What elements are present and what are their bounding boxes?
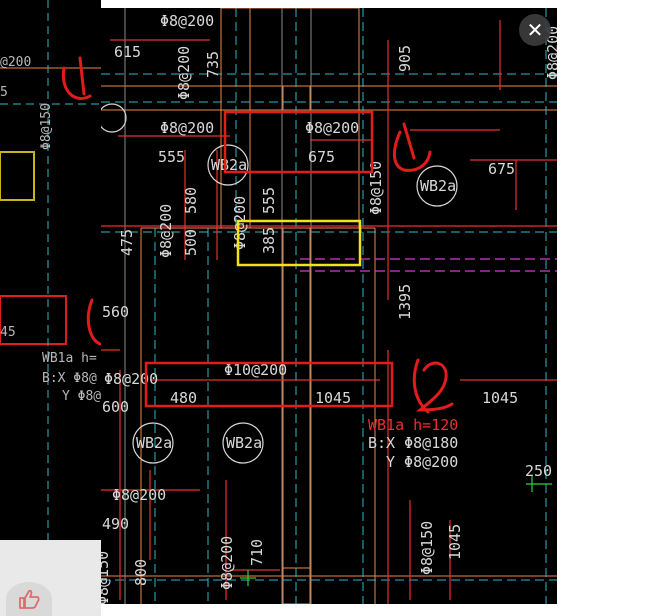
thumbs-up-icon (19, 589, 40, 609)
dim-675-b: 675 (488, 160, 515, 178)
dim-1045-b: 1045 (482, 389, 518, 407)
dim-600: 600 (102, 398, 129, 416)
dim-735: 735 (204, 51, 222, 78)
structural-drawing: Φ8@200 Φ8@200 Φ8@200 Φ8@200 Φ8@200 Φ8@20… (101, 8, 557, 604)
close-button[interactable]: ✕ (519, 14, 551, 46)
highlight-box (236, 219, 362, 267)
dim-905: 905 (396, 45, 414, 72)
like-button[interactable] (6, 582, 52, 616)
bg-label-4: WB1a h= (42, 351, 97, 366)
handwritten-2 (412, 358, 454, 414)
handwritten-1 (393, 122, 432, 172)
label-phi8-150-c: Φ8@150 (101, 551, 112, 604)
tag-wb2a-3: WB2a (136, 434, 172, 452)
label-phi8-200-g: Φ8@200 (112, 486, 166, 504)
label-phi8-200-h: Φ8@200 (218, 536, 236, 590)
green-markers (240, 476, 552, 586)
label-phi8-150-a: Φ8@150 (367, 161, 385, 215)
dim-480: 480 (170, 389, 197, 407)
bg-label-3: Φ8@150 (39, 103, 54, 150)
label-phi8-200-d: Φ8@200 (175, 46, 193, 100)
dim-710: 710 (248, 539, 266, 566)
rebar-lines (101, 20, 557, 604)
dim-385: 385 (260, 227, 278, 254)
tag-wb2a-4: WB2a (226, 434, 262, 452)
image-viewer: Φ8@200 Φ8@200 Φ8@200 Φ8@200 Φ8@200 Φ8@20… (101, 8, 557, 604)
slab-spec-title: WB1a h=120 (368, 416, 458, 434)
grid-lines (124, 8, 312, 604)
markup-box-1 (223, 110, 374, 174)
dim-475: 475 (118, 229, 136, 256)
dim-250: 250 (525, 462, 552, 480)
bg-label-1: @200 (0, 55, 31, 70)
dim-560: 560 (102, 303, 129, 321)
close-icon: ✕ (526, 18, 544, 42)
label-phi8-200-a: Φ8@200 (160, 12, 214, 30)
background-drawing-svg: @200 5 Φ8@150 45 WB1a h= B:X Φ8@ Y Φ8@ (0, 0, 102, 540)
dim-555-b: 555 (260, 187, 278, 214)
dim-1045-c: 1045 (446, 524, 464, 560)
slab-spec-bx: B:X Φ8@180 (368, 434, 458, 452)
bg-label-7: 45 (0, 325, 16, 340)
label-phi8-200-c: Φ8@200 (305, 119, 359, 137)
tag-wb2a-2: WB2a (420, 177, 456, 195)
dim-490: 490 (102, 515, 129, 533)
dim-675-a: 675 (308, 148, 335, 166)
handwritten-annotations (393, 122, 454, 414)
dim-615: 615 (114, 43, 141, 61)
label-phi8-200-e: Φ8@200 (157, 204, 175, 258)
dim-800: 800 (132, 559, 150, 586)
bg-label-5: B:X Φ8@ (42, 371, 97, 386)
label-phi8-200-f: Φ8@200 (231, 196, 249, 250)
dim-555-a: 555 (158, 148, 185, 166)
beam-outlines (101, 8, 557, 604)
dim-500: 500 (182, 229, 200, 256)
label-phi8-200-i: Φ8@200 (104, 370, 158, 388)
axis-lines (101, 8, 557, 604)
background-page-drawing: @200 5 Φ8@150 45 WB1a h= B:X Φ8@ Y Φ8@ (0, 0, 102, 540)
markup-box-2 (144, 361, 394, 408)
dim-1395-b: 1395 (396, 284, 414, 320)
label-phi8-200-b: Φ8@200 (160, 119, 214, 137)
bg-label-6: Y Φ8@ (62, 389, 101, 404)
magenta-lines (300, 258, 557, 272)
dim-1045-a: 1045 (315, 389, 351, 407)
label-phi10-200: Φ10@200 (224, 361, 287, 379)
dim-580: 580 (182, 187, 200, 214)
slab-spec-y: Y Φ8@200 (386, 453, 458, 471)
slab-tags (101, 103, 458, 464)
tag-wb2a-1: WB2a (211, 156, 247, 174)
label-phi8-150-b: Φ8@150 (418, 521, 436, 575)
bg-label-2: 5 (0, 85, 8, 100)
